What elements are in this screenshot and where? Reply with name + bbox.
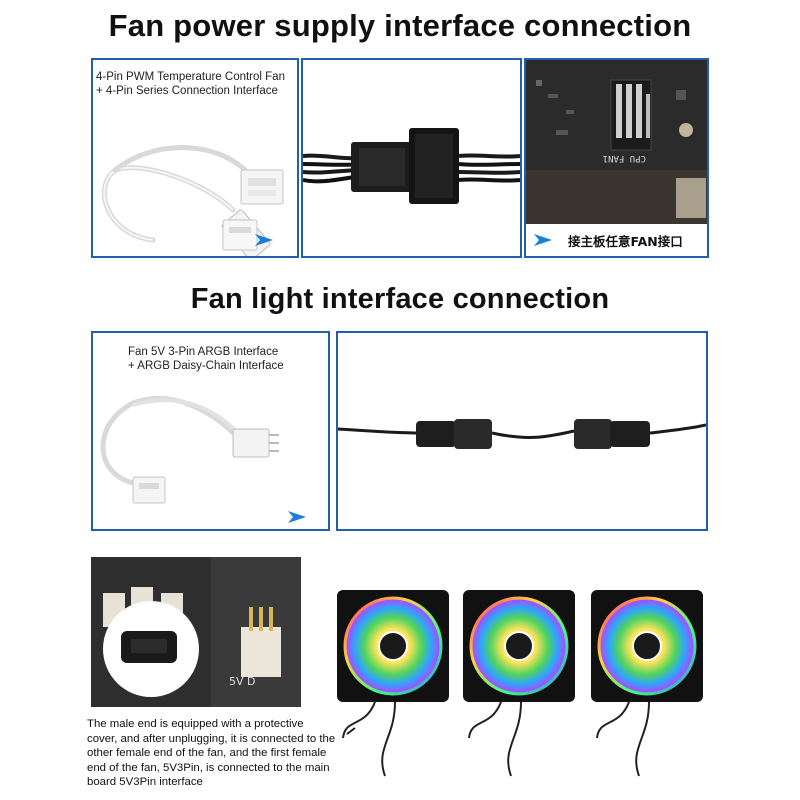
argb-header-photo: 5V D <box>91 557 301 707</box>
motherboard-image: CPU FAN1 <box>526 60 707 224</box>
motherboard-fan-label: 接主板任意FAN接口 <box>568 234 683 249</box>
argb-label: Fan 5V 3-Pin ARGB Interface + ARGB Daisy… <box>128 345 284 373</box>
argb-cable-image <box>100 396 279 504</box>
argb-daisy-chain-panel <box>336 331 708 531</box>
black-connector-panel <box>301 58 522 258</box>
connection-caption: The male end is equipped with a protecti… <box>87 718 336 788</box>
motherboard-fan-header-panel: CPU FAN1 接主板任意FAN接口 <box>524 58 709 258</box>
pwm-cable-image <box>101 145 284 256</box>
pwm-label: 4-Pin PWM Temperature Control Fan + 4-Pi… <box>96 70 285 98</box>
light-section-heading: Fan light interface connection <box>190 283 610 315</box>
arrow-right-icon <box>255 234 273 246</box>
daisy-chain-image <box>338 419 706 449</box>
black-connector-image <box>303 128 520 204</box>
fan-2 <box>463 590 575 777</box>
arrow-right-icon <box>288 511 306 523</box>
arrow-right-icon <box>534 234 552 246</box>
pwm-label-line1: 4-Pin PWM Temperature Control Fan <box>96 71 285 83</box>
argb-label-line1: Fan 5V 3-Pin ARGB Interface <box>128 346 279 358</box>
fan-1 <box>337 590 449 777</box>
pwm-label-line2: + 4-Pin Series Connection Interface <box>96 85 278 97</box>
argb-cable-panel: Fan 5V 3-Pin ARGB Interface + ARGB Daisy… <box>91 331 330 531</box>
power-section-heading: Fan power supply interface connection <box>108 8 692 43</box>
board-silkscreen: CPU FAN1 <box>603 153 646 163</box>
header-silkscreen: 5V D <box>229 675 256 688</box>
argb-label-line2: + ARGB Daisy-Chain Interface <box>128 360 284 372</box>
fan-3 <box>591 590 703 777</box>
rgb-fans-image <box>337 590 703 777</box>
pwm-cable-panel: 4-Pin PWM Temperature Control Fan + 4-Pi… <box>91 58 299 258</box>
